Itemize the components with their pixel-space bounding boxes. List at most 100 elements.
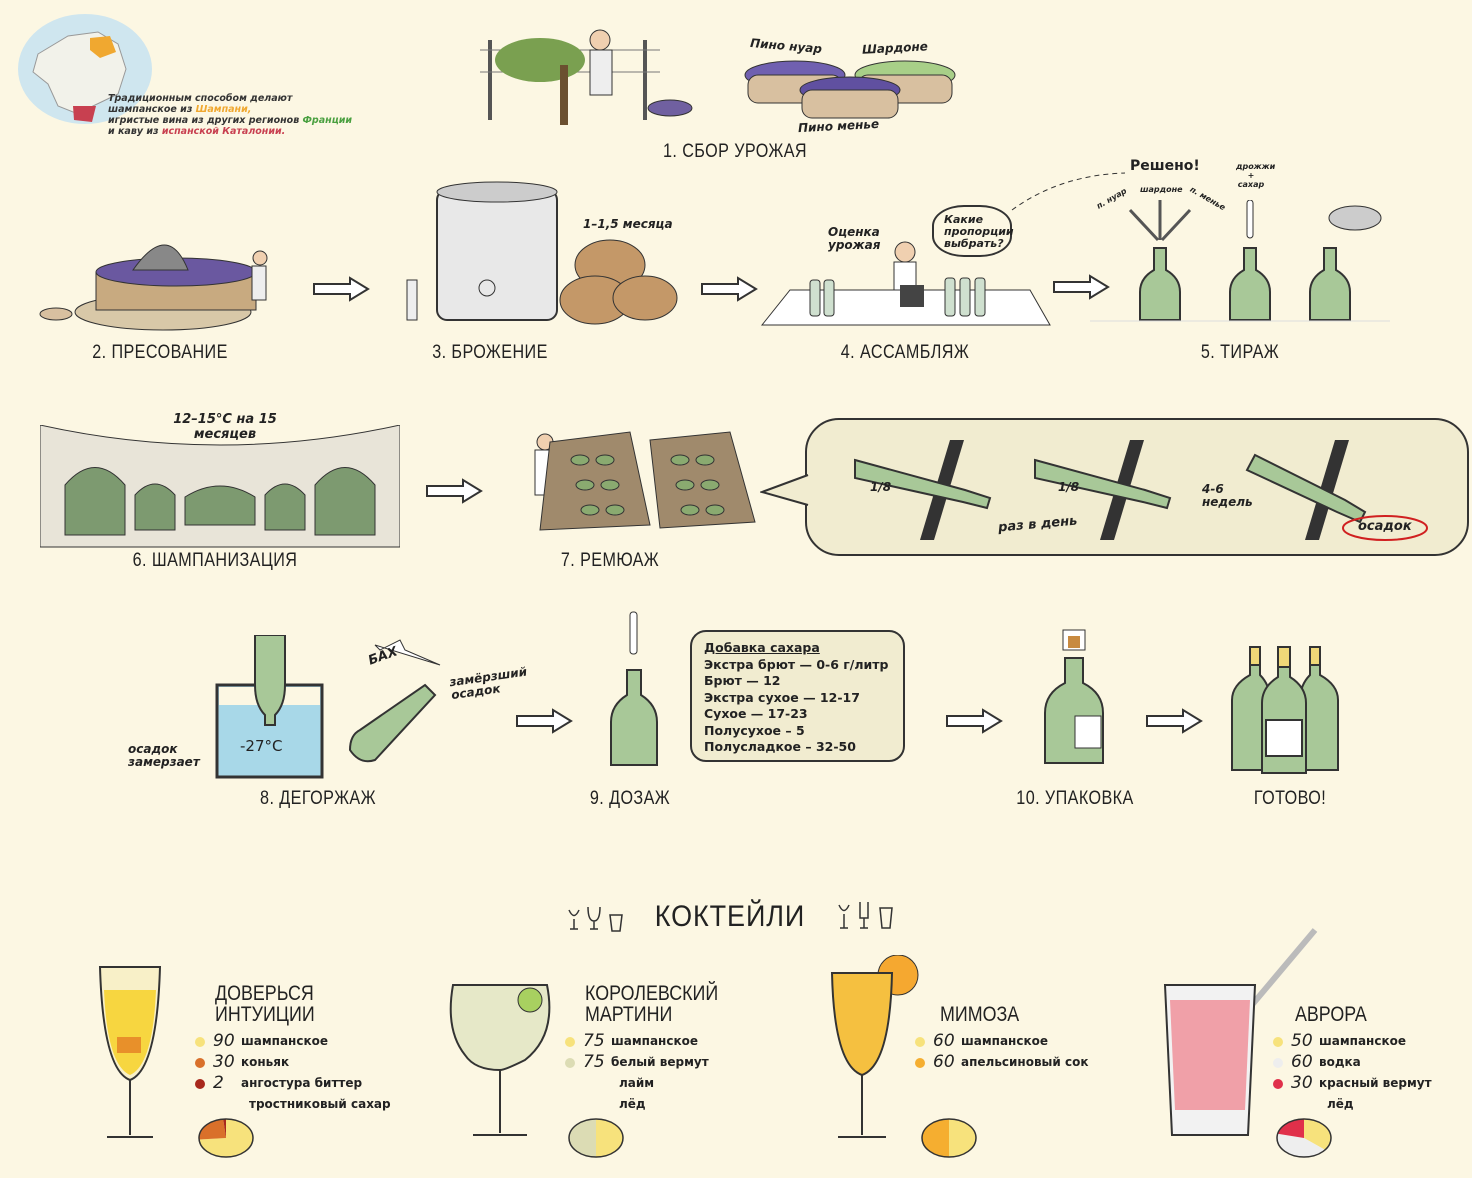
region-catalonia: испанской Каталонии. <box>161 126 286 137</box>
intro-line: шампанское из Шампани, <box>108 104 352 115</box>
proportion-pie <box>921 1118 977 1158</box>
ingredient-color-dot <box>195 1036 205 1047</box>
pie-slice <box>1277 1119 1304 1138</box>
arrow-icon <box>516 708 573 734</box>
ingredient-color-dot <box>195 1078 205 1089</box>
riddling-steps-illustration <box>854 440 1428 541</box>
sediment-label: осадок <box>1358 519 1412 534</box>
pie-slice <box>199 1119 226 1140</box>
step-4-title: 4. АССАМБЛЯЖ <box>840 342 970 363</box>
yeast-sugar-label: дрожжи + сахар <box>1236 162 1276 189</box>
region-champagne: Шампани, <box>195 104 252 115</box>
freeze-temperature: -27°С <box>240 737 283 755</box>
step-3-title: 3. БРОЖЕНИЕ <box>432 342 548 363</box>
ingredient-name: шампанское <box>1319 1034 1406 1048</box>
ingredient-amount: 2 <box>213 1073 224 1093</box>
ingredient-row: 75 шампанское <box>565 1031 709 1052</box>
ingredient-name: ангостура биттер <box>241 1076 363 1090</box>
intro-line: и каву из испанской Каталонии. <box>108 126 352 137</box>
ingredient-color-dot <box>915 1036 925 1047</box>
cellar-illustration <box>40 425 400 548</box>
arrow-icon <box>313 276 370 302</box>
ingredient-row: 50 шампанское <box>1273 1031 1432 1052</box>
ingredient-name: коньяк <box>241 1055 290 1069</box>
pie-slice <box>949 1119 976 1157</box>
fermentation-illustration <box>406 181 678 325</box>
ingredient-amount: 75 <box>583 1031 605 1051</box>
ingredient-color-dot <box>1273 1078 1283 1089</box>
ingredient-color-dot <box>915 1057 925 1068</box>
ingredient-amount: 50 <box>1291 1031 1313 1051</box>
flute-glass-illustration <box>98 966 162 1138</box>
ingredient-amount: 90 <box>213 1031 235 1051</box>
dosage-row: Экстра брют — 0-6 г/литр <box>704 656 889 672</box>
harvest-evaluation-label: Оценка урожая <box>828 225 881 252</box>
cocktail-name: МИМОЗА <box>940 1003 1020 1026</box>
ingredient-amount: 30 <box>213 1052 235 1072</box>
packaging-bottle-illustration <box>1044 629 1104 764</box>
proportion-pie <box>568 1118 624 1158</box>
pie-slice <box>1277 1133 1326 1157</box>
turn-label: 1/8 <box>870 480 892 494</box>
intro-line: Традиционным способом делают <box>108 93 293 104</box>
proportion-pie <box>1276 1118 1332 1158</box>
dosage-row: Сухое — 17-23 <box>704 706 808 721</box>
turn-label: 1/8 <box>1058 480 1080 494</box>
ingredient-row: лёд <box>565 1094 709 1115</box>
ingredient-color-dot <box>565 1057 575 1068</box>
cocktail-name: АВРОРА <box>1295 1003 1367 1026</box>
dosage-heading: Добавка сахара <box>704 640 820 655</box>
step-10-title: 10. УПАКОВКА <box>1016 788 1134 809</box>
mimosa-glass-illustration <box>830 955 919 1138</box>
cellar-conditions: 12–15°С на 15 месяцев <box>173 412 277 442</box>
pie-slice <box>199 1119 253 1157</box>
intro-text-part: шампанское из <box>108 104 196 115</box>
ingredient-name: шампанское <box>961 1034 1048 1048</box>
ingredient-name: апельсиновый сок <box>961 1055 1089 1069</box>
dosage-row: Экстра сухое — 12-17 <box>704 689 860 705</box>
ingredient-name: водка <box>1319 1055 1361 1069</box>
pie-slice <box>596 1119 623 1157</box>
arrow-icon <box>1053 274 1110 300</box>
step-8-title: 8. ДЕГОРЖАЖ <box>260 788 376 809</box>
arrow-icon <box>426 478 483 504</box>
ingredient-name: лайм <box>619 1076 655 1090</box>
intro-text-part: и каву из <box>108 126 162 137</box>
bubble-tail <box>760 474 809 506</box>
grape-label: шардоне <box>1140 185 1183 194</box>
sugar-dosage-table: Добавка сахара Экстра брют — 0-6 г/литр … <box>690 630 905 762</box>
ingredient-row: 30 коньяк <box>195 1052 391 1073</box>
ingredient-color-dot <box>565 1036 575 1047</box>
step-2-title: 2. ПРЕСОВАНИЕ <box>92 342 228 363</box>
thought-bubble: Какие пропорции выбрать? <box>932 205 1014 257</box>
step-9-title: 9. ДОЗАЖ <box>589 788 671 809</box>
balloon-glass-illustration <box>449 984 551 1136</box>
riddling-racks-illustration <box>534 431 756 531</box>
ingredient-name: лёд <box>1327 1097 1354 1111</box>
pie-slice <box>223 1119 226 1138</box>
pie-outline <box>1276 1118 1332 1158</box>
france-map <box>18 14 152 124</box>
sediment-freezes-label: осадок замерзает <box>128 742 200 769</box>
ingredient-name: шампанское <box>611 1034 698 1048</box>
done-title: ГОТОВО! <box>1253 788 1327 809</box>
grape-label: Пино нуар <box>749 35 823 57</box>
ingredient-row: лёд <box>1273 1094 1432 1115</box>
pie-outline <box>568 1118 624 1158</box>
vineyard-illustration <box>480 29 693 125</box>
pie-slice <box>922 1119 949 1157</box>
glasses-icon <box>568 906 623 932</box>
dosage-row: Полусладкое – 32-50 <box>704 739 856 754</box>
finished-bottles-illustration <box>1231 646 1339 774</box>
ingredient-amount: 75 <box>583 1052 605 1072</box>
freezing-illustration <box>215 635 324 779</box>
ingredient-row: 2 ангостура биттер <box>195 1073 391 1094</box>
ingredient-row: тростниковый сахар <box>195 1094 391 1115</box>
